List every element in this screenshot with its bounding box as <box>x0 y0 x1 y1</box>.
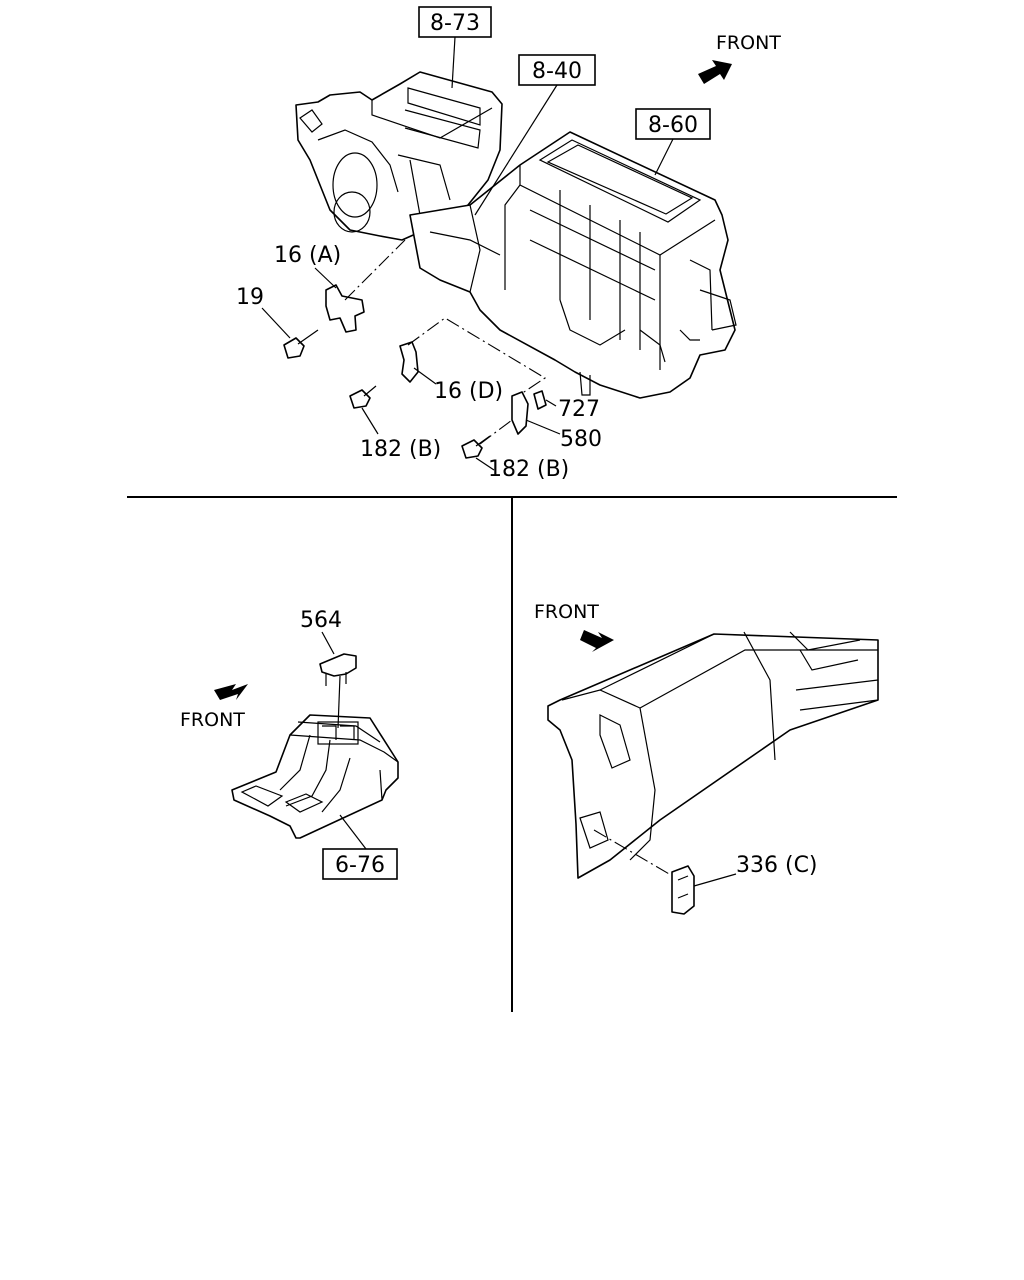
ref-8-60-label: 8-60 <box>648 113 698 138</box>
leader-182b-1 <box>361 407 379 435</box>
part-16a-label: 16 (A) <box>274 243 341 268</box>
part-564-drawing <box>319 653 357 686</box>
leader-564-fit <box>337 675 341 729</box>
bracket-16a-drawing <box>283 239 406 359</box>
part-182b-2-label: 182 (B) <box>488 457 569 482</box>
leader-19 <box>261 307 291 339</box>
front-arrow-icon <box>698 60 732 84</box>
leader-16d <box>413 367 437 385</box>
ref-8-60[interactable]: 8-60 <box>635 108 711 140</box>
ref-8-73[interactable]: 8-73 <box>418 6 492 38</box>
leader-336c <box>693 873 737 887</box>
ref-8-40-label: 8-40 <box>532 59 582 84</box>
ref-6-76[interactable]: 6-76 <box>322 848 398 880</box>
part-727-label: 727 <box>558 397 600 422</box>
part-16d-label: 16 (D) <box>434 379 503 404</box>
part-336c-label: 336 (C) <box>736 853 818 878</box>
leader-6-76 <box>339 814 367 850</box>
bracket-580-drawing <box>461 390 547 459</box>
front-arrow-icon-right <box>580 630 614 652</box>
part-336c-drawing <box>671 865 695 915</box>
leader-8-73 <box>451 36 456 89</box>
leader-8-40 <box>474 84 558 216</box>
leader-182b-2 <box>475 457 495 471</box>
front-arrow-icon-left <box>214 684 248 700</box>
leader-564 <box>321 631 335 655</box>
instrument-panel-drawing <box>547 631 879 879</box>
ref-8-73-label: 8-73 <box>430 11 480 36</box>
part-182b-1-label: 182 (B) <box>360 437 441 462</box>
front-label-right: FRONT <box>534 601 599 623</box>
front-label-left: FRONT <box>180 709 245 731</box>
part-564-label: 564 <box>300 608 342 633</box>
leader-727 <box>545 399 557 407</box>
part-580-label: 580 <box>560 427 602 452</box>
front-label-top: FRONT <box>716 32 781 54</box>
leader-8-60 <box>654 138 674 176</box>
leader-580 <box>525 419 561 435</box>
ref-8-40[interactable]: 8-40 <box>518 54 596 86</box>
leader-16a <box>314 267 337 289</box>
part-19-label: 19 <box>236 285 264 310</box>
ref-6-76-label: 6-76 <box>335 853 385 878</box>
console-drawing <box>231 714 399 839</box>
bracket-16d-drawing <box>349 317 547 409</box>
hvac-assembly-drawing <box>295 71 737 399</box>
